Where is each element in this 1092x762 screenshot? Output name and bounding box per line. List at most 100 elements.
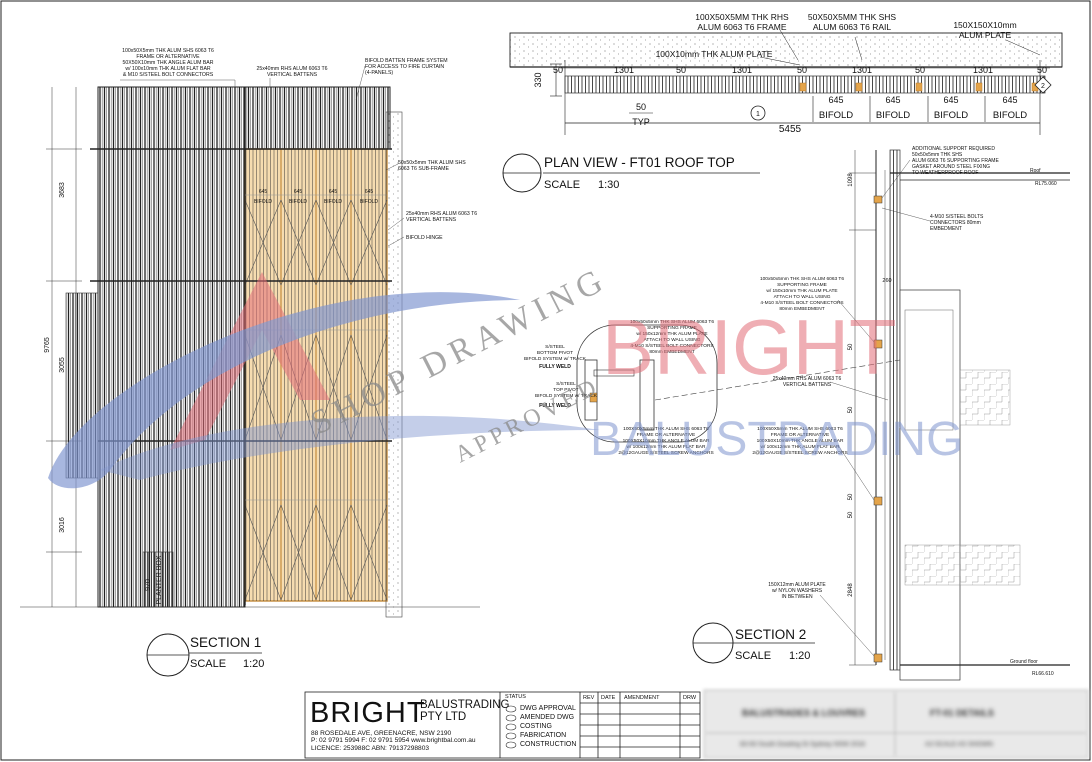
plan-scale-value: 1:30 — [598, 179, 619, 191]
plan-dims-panels: 645 645 645 645 — [828, 95, 1017, 105]
section1-dims: 3683 3055 3016 9765 970 PLANTER BOX — [44, 182, 163, 604]
status-costing: COSTING — [520, 723, 552, 730]
svg-text:1301: 1301 — [732, 65, 752, 75]
svg-text:645: 645 — [329, 189, 338, 195]
svg-text:100x50x5mm THK SHS ALUM 6063 T: 100x50x5mm THK SHS ALUM 6063 T6SUPPORTIN… — [630, 319, 714, 355]
svg-text:2848: 2848 — [848, 583, 854, 597]
roof-level: RL75.060 — [1035, 181, 1057, 187]
svg-text:50: 50 — [1037, 65, 1047, 75]
section-1-elevation — [20, 86, 480, 677]
svg-text:645: 645 — [943, 95, 958, 105]
section-marker-1 — [750, 105, 766, 121]
plan-dim-typ: TYP — [632, 117, 650, 127]
svg-text:BIFOLD: BIFOLD — [819, 110, 853, 121]
svg-text:50: 50 — [848, 406, 854, 413]
plan-dim-330: 330 — [533, 72, 543, 87]
section-marker-2 — [1034, 76, 1052, 94]
plan-panel-labels: BIFOLD BIFOLD BIFOLD BIFOLD — [819, 110, 1027, 121]
watermark-brand-line2: BALUSTRADING — [590, 413, 963, 466]
rev-header-drw: DRW — [683, 695, 697, 701]
svg-text:645: 645 — [1002, 95, 1017, 105]
watermark-brand-line1: BRIGHT — [602, 303, 897, 391]
rev-header-rev: REV — [583, 695, 595, 701]
rev-header-amendment: AMENDMENT — [624, 695, 660, 701]
svg-text:50: 50 — [553, 65, 563, 75]
svg-text:50: 50 — [797, 65, 807, 75]
blurred-drawing-name: FT-01 DETAILS — [930, 708, 994, 718]
section1-scale-label: SCALE — [190, 658, 226, 670]
svg-text:645: 645 — [259, 189, 268, 195]
status-construction: CONSTRUCTION — [520, 741, 577, 748]
section2-dims: 1098 260 50 2848 50 50 50 — [848, 173, 892, 597]
svg-text:BIFOLD: BIFOLD — [876, 110, 910, 121]
plan-dim-50: 50 — [636, 102, 646, 112]
svg-text:BIFOLD: BIFOLD — [360, 199, 378, 205]
svg-text:BIFOLD: BIFOLD — [993, 110, 1027, 121]
svg-text:100x50x5mm THK SHS ALUM 6063 T: 100x50x5mm THK SHS ALUM 6063 T6SUPPORTIN… — [760, 276, 844, 312]
section-2 — [692, 149, 1070, 681]
roof-label: Roof — [1030, 168, 1041, 174]
plan-connector-marks — [799, 82, 1039, 92]
svg-text:9765: 9765 — [44, 337, 51, 353]
svg-text:645: 645 — [885, 95, 900, 105]
svg-text:BIFOLD: BIFOLD — [254, 199, 272, 205]
svg-text:PLANTER BOX: PLANTER BOX — [156, 555, 163, 604]
rev-header-date: DATE — [601, 695, 616, 701]
section-marker-1-label: 1 — [756, 111, 760, 118]
blurred-project-name: BALUSTRADES & LOUVRES — [742, 708, 866, 718]
section2-wall-battens — [889, 149, 901, 671]
status-checkboxes — [505, 705, 517, 749]
plan-callout-thin-plate: 100X10mm THK ALUM PLATE — [656, 49, 773, 59]
plan-view: 1 2 — [502, 32, 1063, 193]
section1-scale-value: 1:20 — [243, 658, 264, 670]
svg-text:FULLY WELD: FULLY WELD — [539, 403, 571, 409]
svg-text:BIFOLD: BIFOLD — [289, 199, 307, 205]
svg-text:970: 970 — [145, 579, 152, 591]
svg-text:BIFOLD: BIFOLD — [934, 110, 968, 121]
status-fabrication: FABRICATION — [520, 732, 567, 739]
svg-text:3016: 3016 — [59, 517, 66, 533]
svg-text:BIFOLD: BIFOLD — [324, 199, 342, 205]
svg-text:1301: 1301 — [614, 65, 634, 75]
plan-dim-total: 5455 — [779, 124, 802, 135]
company-phone: P: 02 9791 5994 F: 02 9791 5954 www.brig… — [311, 737, 476, 744]
plan-scale-label: SCALE — [544, 179, 580, 191]
company-licence: LICENCE: 253988C ABN: 79137298803 — [311, 745, 430, 752]
plan-dims-top: 50 1301 50 1301 50 1301 50 1301 50 — [553, 65, 1047, 75]
svg-text:645: 645 — [828, 95, 843, 105]
section-marker-2-label: 2 — [1041, 83, 1045, 90]
status-header: STATUS — [505, 694, 526, 700]
section2-title: SECTION 2 — [735, 627, 806, 642]
svg-text:260: 260 — [882, 278, 891, 284]
company-address: 88 ROSEDALE AVE, GREENACRE, NSW 2190 — [311, 730, 452, 737]
title-block-frame — [304, 691, 701, 759]
ground-level: RL66.610 — [1032, 671, 1054, 677]
pivot-detail — [576, 324, 901, 443]
status-amended-dwg: AMENDED DWG — [520, 714, 575, 721]
section2-scale-value: 1:20 — [789, 650, 810, 662]
svg-text:1301: 1301 — [852, 65, 872, 75]
svg-text:50: 50 — [915, 65, 925, 75]
status-dwg-approval: DWG APPROVAL — [520, 705, 576, 712]
blurred-title-panel — [703, 689, 1089, 759]
svg-text:3683: 3683 — [59, 182, 66, 198]
svg-text:1301: 1301 — [973, 65, 993, 75]
svg-text:50: 50 — [848, 343, 854, 350]
